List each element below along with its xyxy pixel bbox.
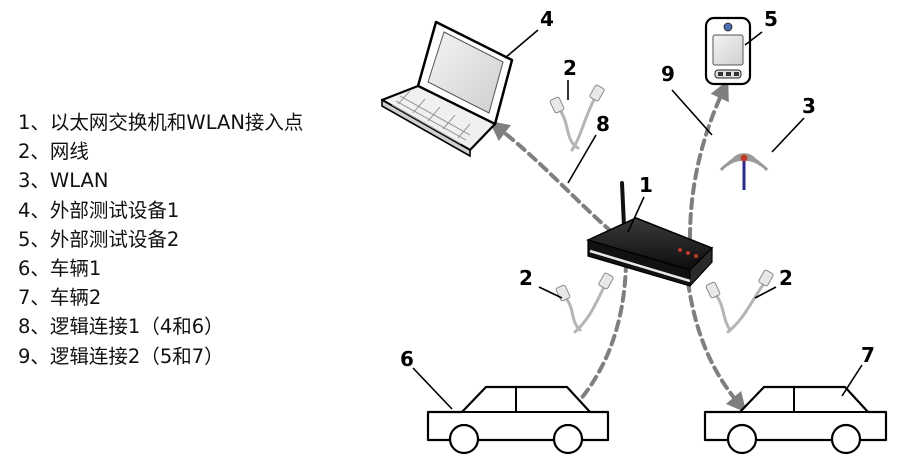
callout-link2: 9 [661,62,675,86]
wlan-signal-icon [721,155,767,191]
laptop-icon [382,22,512,156]
callout-cable-left: 2 [519,266,533,290]
phone-icon [706,18,750,84]
callout-wlan: 3 [802,94,816,118]
callout-phone: 5 [764,7,778,31]
cable-icon-left [556,272,614,332]
callout-cable-right: 2 [779,266,793,290]
link2-to-phone [690,89,724,238]
callout-car2: 7 [861,343,875,367]
callout-link1: 8 [596,112,610,136]
link1-to-laptop [497,127,612,232]
callout-car1: 6 [400,347,414,371]
callout-switch: 1 [639,173,653,197]
logical-link-1 [497,127,626,408]
callout-cable-top: 2 [563,56,577,80]
callout-laptop: 4 [540,7,554,31]
cable-icon-right [706,269,774,332]
link2-to-car2 [688,282,740,405]
